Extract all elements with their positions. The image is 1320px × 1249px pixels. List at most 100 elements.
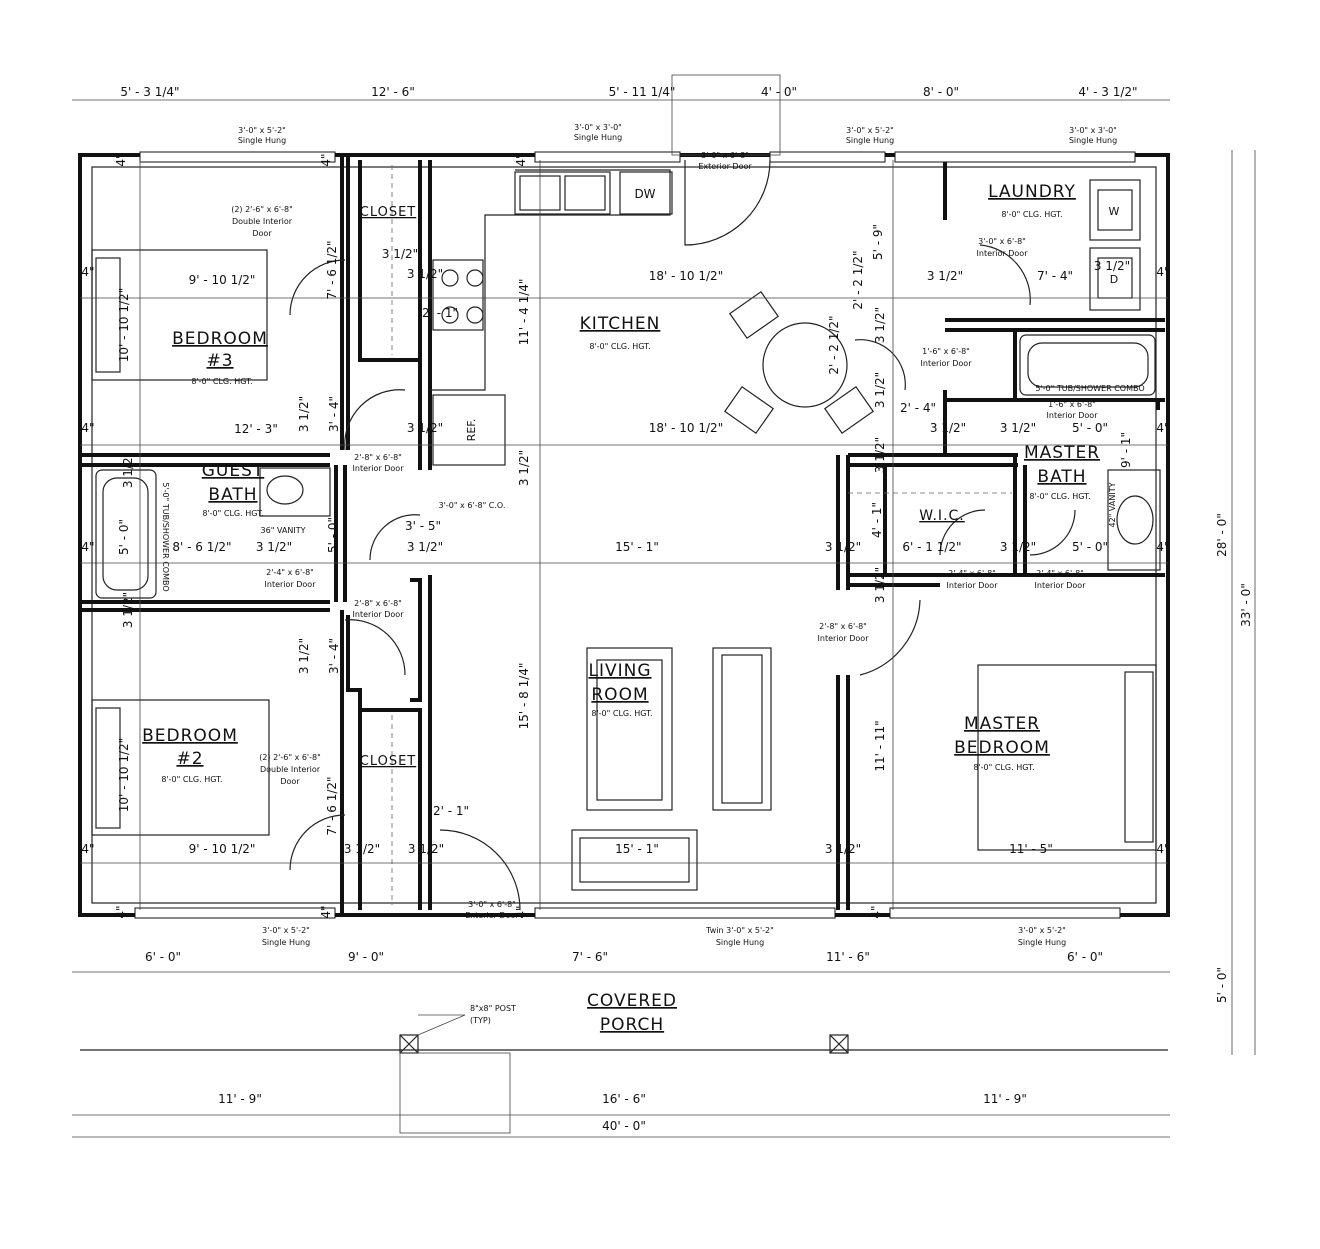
dim-91: 9' - 1" — [1119, 432, 1133, 468]
win-b2-type: Single Hung — [262, 938, 310, 947]
dbl-door-b2-t1: Double Interior — [260, 765, 321, 774]
dim-wall-a: 4" — [114, 153, 128, 166]
win-lau-type: Single Hung — [846, 136, 894, 145]
dim-wall-e: 4" — [1156, 265, 1169, 279]
mbed-door-size: 2'-8" x 6'-8" — [819, 622, 867, 631]
kitchen-ceiling: 8'-0" CLG. HGT. — [589, 342, 650, 351]
dim-wall-l: 4" — [114, 905, 128, 918]
dim-k-w2: 18' - 10 1/2" — [649, 421, 723, 435]
dim-top3: 5' - 11 1/4" — [609, 85, 676, 99]
vanity42-label: 42" VANITY — [1108, 482, 1117, 527]
dim-bot1: 6' - 0" — [145, 950, 181, 964]
notes: 3'-0" x 5'-2" Single Hung 3'-0" x 3'-0" … — [161, 123, 1145, 1025]
dim-top4: 4' - 0" — [761, 85, 797, 99]
dim-2212b: 2' - 2 1/2" — [827, 315, 841, 374]
tub-combo-label: 5'-0" TUB/SHOWER COMBO — [1035, 384, 1144, 393]
closet-top-name: CLOSET — [360, 205, 417, 220]
dim-wall-b: 4" — [319, 153, 333, 166]
win-b2-size: 3'-0" x 5'-2" — [262, 926, 310, 935]
master-bath-ceiling: 8'-0" CLG. HGT. — [1029, 492, 1090, 501]
dim-b3-closet: 7' - 6 1/2" — [325, 240, 339, 299]
dim-312-i: 3 1/2" — [930, 421, 966, 435]
dim-wic-w: 6' - 1 1/2" — [902, 540, 961, 554]
ext-door-bot-size: 3'-0" x 6'-8" — [468, 900, 516, 909]
bedroom3-ceiling: 8'-0" CLG. HGT. — [191, 377, 252, 386]
dim-312-l: 3 1/2" — [121, 452, 135, 488]
gb-door-size: 2'-8" x 6'-8" — [354, 453, 402, 462]
dim-35: 3' - 5" — [405, 519, 441, 533]
dbl-door-b3-size: (2) 2'-6" x 6'-8" — [231, 205, 293, 214]
dim-gb-w: 8' - 6 1/2" — [172, 540, 231, 554]
dim-b2-21: 2' - 1" — [433, 804, 469, 818]
dryer-label: D — [1110, 273, 1118, 286]
dim-312-b: 3 1/2" — [297, 396, 311, 432]
dim-312-j: 3 1/2" — [1000, 421, 1036, 435]
vanity36-label: 36" VANITY — [261, 526, 306, 535]
dim-porch2: 16' - 6" — [602, 1092, 646, 1106]
bedroom2-num: #2 — [176, 749, 203, 769]
dim-right-28: 28' - 0" — [1215, 513, 1229, 557]
dim-312-v: 3 1/2" — [825, 842, 861, 856]
washer-label: W — [1109, 205, 1120, 218]
dim-liv-w2: 15' - 1" — [615, 842, 659, 856]
dim-312-n: 3 1/2" — [407, 540, 443, 554]
dim-wic-h: 4' - 1" — [870, 502, 884, 538]
master-bath-name1: MASTER — [1024, 443, 1100, 463]
fixtures — [80, 74, 1168, 1134]
win-mb-top-size: 3'-0" x 3'-0" — [1069, 126, 1117, 135]
bedroom3-name: BEDROOM — [172, 329, 268, 349]
dim-b3-h: 10' - 10 1/2" — [117, 288, 131, 362]
mbath-door-size: 2'-4" x 6'-8" — [1036, 569, 1084, 578]
dimension-text: 5' - 3 1/4" 12' - 6" 5' - 11 1/4" 4' - 0… — [81, 85, 1253, 1133]
kitchen-name: KITCHEN — [580, 314, 661, 334]
living-name2: ROOM — [591, 685, 648, 705]
porch-name1: COVERED — [587, 991, 677, 1011]
dim-b3-w: 9' - 10 1/2" — [189, 273, 256, 287]
dim-wall-f: 4" — [81, 421, 94, 435]
dim-312-r: 3 1/2" — [873, 567, 887, 603]
win-b3-type: Single Hung — [238, 136, 286, 145]
dim-right-5: 5' - 0" — [1215, 967, 1229, 1003]
dim-liv-h: 15' - 8 1/4" — [517, 663, 531, 730]
closet-bottom-name: CLOSET — [360, 754, 417, 769]
b2-door-type: Interior Door — [353, 610, 405, 619]
master-bath-name2: BATH — [1037, 467, 1086, 487]
room-labels: BEDROOM #3 8'-0" CLG. HGT. CLOSET KITCHE… — [142, 182, 1119, 1035]
dim-34a: 3' - 4" — [327, 396, 341, 432]
dim-312-c: 3 1/2" — [407, 421, 443, 435]
dim-b3-w2: 12' - 3" — [234, 422, 278, 436]
guest-bath-name2: BATH — [208, 485, 257, 505]
dim-wall-j: 4" — [81, 842, 94, 856]
dimension-lines — [72, 99, 1256, 1138]
dim-bot2: 9' - 0" — [348, 950, 384, 964]
win-b3-size: 3'-0" x 5'-2" — [238, 126, 286, 135]
walls — [78, 153, 1170, 917]
dim-bot5: 6' - 0" — [1067, 950, 1103, 964]
dbl-door-b3-t1: Double Interior — [232, 217, 293, 226]
master-bedroom-name2: BEDROOM — [954, 738, 1050, 758]
dim-312-u: 3 1/2" — [408, 842, 444, 856]
dim-top1: 5' - 3 1/4" — [120, 85, 179, 99]
dim-312-t: 3 1/2" — [344, 842, 380, 856]
dim-50: 5' - 0" — [1072, 421, 1108, 435]
win-mbed-size: 3'-0" x 5'-2" — [1018, 926, 1066, 935]
living-name1: LIVING — [588, 661, 651, 681]
dim-34b: 3' - 4" — [327, 638, 341, 674]
dim-312-f: 3 1/2" — [1094, 259, 1130, 273]
dim-top5: 8' - 0" — [923, 85, 959, 99]
lau-door-size: 3'-0" x 6'-8" — [978, 237, 1026, 246]
dim-312-a: 3 1/2" — [407, 267, 443, 281]
dim-312-h: 3 1/2" — [873, 372, 887, 408]
post-label: 8"x8" POST — [470, 1004, 516, 1013]
mb-door-small2-type: Interior Door — [1047, 411, 1099, 420]
dim-312-o: 3 1/2" — [121, 592, 135, 628]
dim-total-width: 40' - 0" — [602, 1119, 646, 1133]
win-liv-size: Twin 3'-0" x 5'-2" — [705, 926, 774, 935]
dim-lau-h: 5' - 9" — [871, 224, 885, 260]
dim-312-k: 3 1/2" — [873, 437, 887, 473]
laundry-name: LAUNDRY — [988, 182, 1076, 202]
dim-top6: 4' - 3 1/2" — [1078, 85, 1137, 99]
living-ceiling: 8'-0" CLG. HGT. — [591, 709, 652, 718]
dim-2212a: 2' - 2 1/2" — [851, 250, 865, 309]
